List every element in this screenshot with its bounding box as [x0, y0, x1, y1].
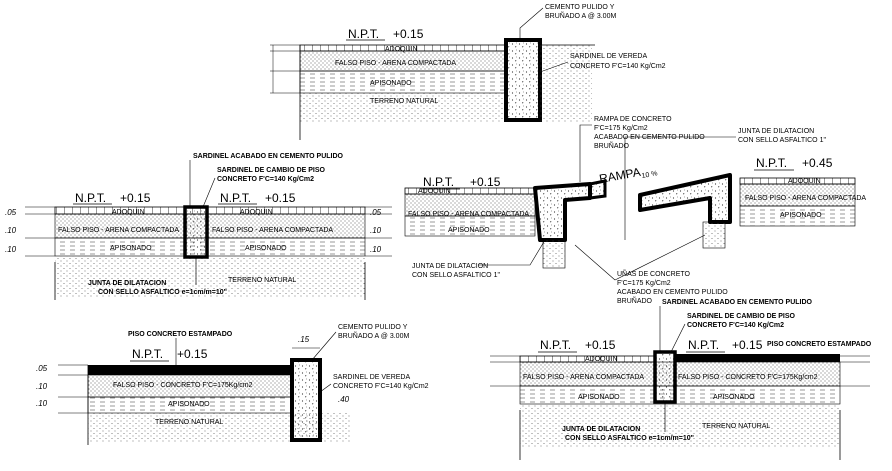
dim-right-2: .10	[370, 226, 382, 235]
junta-sello-label: CON SELLO ASFALTICO e=1cm/m=10"	[98, 289, 227, 296]
falso-piso-left: FALSO PISO - ARENA COMPACTADA	[523, 374, 644, 381]
apisonado-left: APISONADO	[110, 245, 152, 252]
npt-right-value: +0.15	[265, 191, 296, 205]
unas-acabado-label: ACABADO EN CEMENTO PULIDO	[617, 289, 728, 296]
npt-right-label: N.P.T.	[688, 338, 719, 352]
adoquin-left: ADOQUIN	[112, 209, 145, 216]
falso-piso-left: FALSO PISO - ARENA COMPACTADA	[408, 211, 529, 218]
junta-dilatacion-label: JUNTA DE DILATACION	[562, 426, 640, 433]
adoquin-label: ADOQUIN	[585, 356, 618, 363]
sardinel-acabado-title: SARDINEL ACABADO EN CEMENTO PULIDO	[662, 299, 813, 306]
npt-right-label: N.P.T.	[756, 156, 787, 170]
npt-value: +0.15	[393, 27, 424, 41]
adoquin-label: ADOQUIN	[385, 46, 418, 53]
rampa-percent: 10 %	[641, 170, 658, 180]
dim-right-1: .05	[370, 208, 382, 217]
falso-piso-right: FALSO PISO - CONCRETO F'C=175Kg/cm2	[678, 374, 818, 381]
apisonado-label: APISONADO	[370, 80, 412, 87]
sardinel-cambio-concreto: CONCRETO F'C=140 Kg/Cm2	[687, 322, 784, 329]
apisonado-right: APISONADO	[713, 394, 755, 401]
unas-concreto-label: UÑAS DE CONCRETO	[617, 269, 691, 278]
sardinel-cambio-label: SARDINEL DE CAMBIO DE PISO	[217, 167, 326, 174]
npt-left-label: N.P.T.	[423, 175, 454, 189]
sardinel-vereda-label: SARDINEL DE VEREDA	[333, 374, 410, 381]
detail-sardinel-cambio-estampado: SARDINEL ACABADO EN CEMENTO PULIDO SARDI…	[490, 299, 872, 460]
dim-left-2: .10	[5, 226, 17, 235]
npt-right-value: +0.45	[802, 156, 833, 170]
sardinel-cambio-label: SARDINEL DE CAMBIO DE PISO	[687, 313, 796, 320]
adoquin-left: ADOQUIN	[418, 188, 451, 195]
brunado-label: BRUÑADO A @ 3.00M	[545, 11, 616, 20]
dim-left-1: .05	[36, 364, 48, 373]
terreno-natural-label: TERRENO NATURAL	[702, 423, 770, 430]
npt-label: N.P.T.	[348, 27, 379, 41]
apisonado-label: APISONADO	[168, 401, 210, 408]
dim-top: .15	[298, 335, 310, 344]
npt-value: +0.15	[177, 347, 208, 361]
detail-piso-estampado-sardinel: .05 .10 .10 .15 .40 PISO CONCRETO ESTAMP…	[36, 324, 429, 445]
adoquin-right: ADOQUIN	[788, 178, 821, 185]
junta-top-sello: CON SELLO ASFALTICO 1"	[738, 137, 826, 144]
junta-sello-label: CON SELLO ASFALTICO e=1cm/m=10"	[565, 435, 694, 442]
dim-right: .40	[338, 395, 350, 404]
detail-sardinel-cambio-piso: .05 .10 .10 .05 .10 .10 SARDINEL ACABADO…	[5, 153, 392, 300]
rampa-acabado-label: ACABADO EN CEMENTO PULIDO	[594, 134, 705, 141]
falso-piso-label: FALSO PISO - ARENA COMPACTADA	[335, 60, 456, 67]
terreno-natural-label: TERRENO NATURAL	[228, 277, 296, 284]
apisonado-left: APISONADO	[448, 227, 490, 234]
npt-right-label: N.P.T.	[220, 191, 251, 205]
detail-sardinel-vereda-adoquin: N.P.T. +0.15 ADOQUIN FALSO PISO - ARENA …	[270, 4, 666, 140]
npt-label: N.P.T.	[132, 347, 163, 361]
npt-left-label: N.P.T.	[540, 338, 571, 352]
rampa-label: RAMPA	[598, 165, 642, 186]
sardinel-acabado-title: SARDINEL ACABADO EN CEMENTO PULIDO	[193, 153, 344, 160]
dim-left-2: .10	[36, 382, 48, 391]
apisonado-right: APISONADO	[780, 212, 822, 219]
rampa-concreto-label: RAMPA DE CONCRETO	[594, 116, 672, 123]
falso-piso-left: FALSO PISO - ARENA COMPACTADA	[58, 227, 179, 234]
piso-estampado-label: PISO CONCRETO ESTAMPADO	[128, 331, 233, 338]
piso-estampado-label: PISO CONCRETO ESTAMPADO	[767, 341, 872, 348]
cemento-pulido-label: CEMENTO PULIDO Y	[545, 4, 615, 11]
junta-dilatacion-label: JUNTA DE DILATACION	[88, 280, 166, 287]
dim-left-3: .10	[36, 399, 48, 408]
npt-right-value: +0.15	[732, 338, 763, 352]
unas-fc-label: F'C=175 Kg/Cm2	[617, 280, 671, 287]
dim-left-3: .10	[5, 245, 17, 254]
falso-piso-right: FALSO PISO - ARENA COMPACTADA	[212, 227, 333, 234]
rampa-fc-label: F'C=175 Kg/Cm2	[594, 125, 648, 132]
rampa-brunado-label: BRUÑADO	[594, 141, 630, 150]
adoquin-right: ADOQUIN	[240, 209, 273, 216]
terreno-natural-label: TERRENO NATURAL	[155, 419, 223, 426]
sardinel-vereda-label: SARDINEL DE VEREDA	[570, 53, 647, 60]
cemento-pulido-label: CEMENTO PULIDO Y	[338, 324, 408, 331]
apisonado-left: APISONADO	[578, 394, 620, 401]
junta-top-label: JUNTA DE DILATACION	[738, 128, 814, 135]
npt-left-label: N.P.T.	[75, 191, 106, 205]
detail-rampa-concreto: N.P.T. +0.15 N.P.T. +0.45 RAMPA 10 % RAM…	[404, 116, 866, 305]
sardinel-concreto-label: CONCRETO F'C=140 Kg/Cm2	[570, 63, 666, 70]
npt-left-value: +0.15	[585, 338, 616, 352]
dim-right-3: .10	[370, 245, 382, 254]
npt-left-value: +0.15	[120, 191, 151, 205]
brunado-label: BRUÑADO A @ 3.00M	[338, 331, 409, 340]
terreno-natural-label: TERRENO NATURAL	[370, 98, 438, 105]
unas-brunado-label: BRUÑADO	[617, 296, 653, 305]
falso-piso-label: FALSO PISO - CONCRETO F'C=175Kg/cm2	[113, 382, 253, 389]
dim-left-1: .05	[5, 208, 17, 217]
falso-piso-right: FALSO PISO - ARENA COMPACTADA	[745, 195, 866, 202]
junta-bottom-label: JUNTA DE DILATACION	[412, 263, 488, 270]
sardinel-cambio-concreto: CONCRETO F'C=140 Kg/Cm2	[217, 176, 314, 183]
npt-left-value: +0.15	[470, 175, 501, 189]
junta-bottom-sello: CON SELLO ASFALTICO 1"	[412, 272, 500, 279]
apisonado-right: APISONADO	[245, 245, 287, 252]
sardinel-concreto-label: CONCRETO F'C=140 Kg/Cm2	[333, 383, 429, 390]
